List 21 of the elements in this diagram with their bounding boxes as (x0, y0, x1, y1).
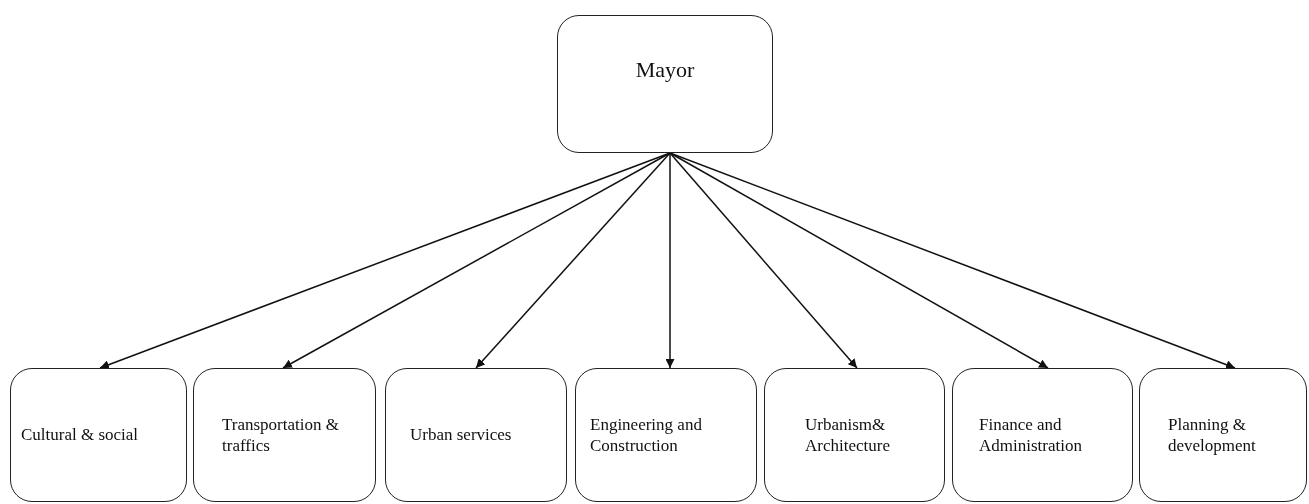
department-box (385, 368, 567, 502)
box-label: Urban services (410, 424, 512, 446)
box-label: Finance and Administration (979, 413, 1083, 457)
arrow (669, 152, 858, 369)
arrow (665, 152, 675, 369)
head-box (557, 15, 773, 153)
department-box (193, 368, 376, 502)
box-label: Cultural & social (21, 424, 139, 446)
arrow (282, 152, 671, 369)
department-box (1139, 368, 1307, 502)
box-label: Urbanism& Architecture (805, 413, 891, 457)
arrow (475, 152, 671, 369)
box-label: Mayor (635, 56, 695, 84)
arrow (669, 152, 1049, 369)
department-box (764, 368, 945, 502)
box-label: Transportation & traffics (222, 413, 340, 457)
department-box (10, 368, 187, 502)
box-label: Planning & development (1168, 413, 1257, 457)
box-label: Engineering and Construction (590, 413, 703, 457)
department-box (575, 368, 757, 502)
department-box (952, 368, 1133, 502)
